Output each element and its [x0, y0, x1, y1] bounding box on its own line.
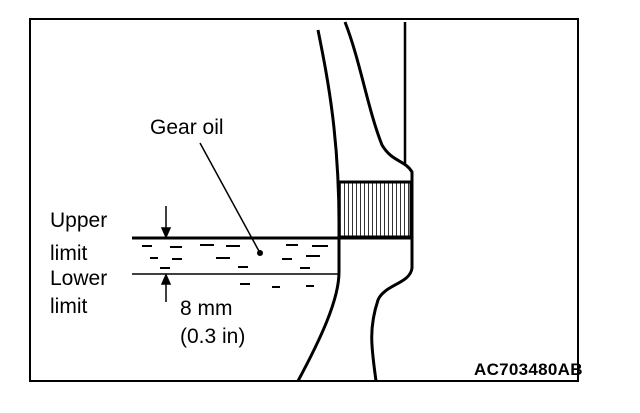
upper-limit-label-line1: Upper	[50, 209, 107, 232]
upper-limit-label-line2: limit	[50, 242, 87, 265]
gear-oil-leader-dot	[257, 250, 263, 256]
gear-oil-surface	[142, 244, 328, 288]
case-outer-wall	[296, 29, 341, 382]
gear-oil-label: Gear oil	[150, 116, 224, 139]
gear-oil-leader	[199, 142, 261, 254]
dimension-value-label: 8 mm	[180, 297, 233, 320]
filler-plug	[337, 180, 413, 239]
lower-limit-label-line2: limit	[50, 295, 87, 318]
case-inner-wall	[343, 21, 414, 382]
lower-limit-label-line1: Lower	[50, 267, 107, 290]
diagram-border	[29, 18, 579, 382]
figure-code: AC703480AB	[474, 360, 583, 379]
dimension-imperial-label: (0.3 in)	[180, 325, 245, 348]
dimension-marker	[160, 206, 172, 302]
